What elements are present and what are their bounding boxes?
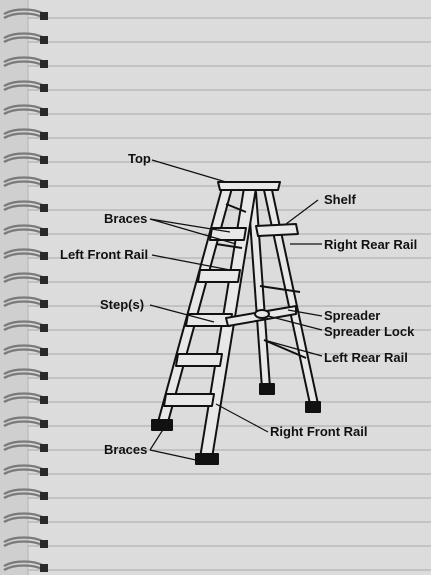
label-spreader-lock: Spreader Lock <box>324 324 415 339</box>
spiral-ring <box>3 152 48 164</box>
step <box>197 269 241 283</box>
step <box>175 353 223 367</box>
step <box>209 227 247 241</box>
spiral-ring <box>3 8 48 20</box>
spiral-ring <box>3 104 48 116</box>
spiral-ring <box>3 536 48 548</box>
label-top: Top <box>128 151 151 166</box>
spiral-ring <box>3 560 48 572</box>
leader-right-front-rail <box>215 403 269 433</box>
spiral-ring <box>3 416 48 428</box>
spiral-ring <box>3 128 48 140</box>
spiral-ring <box>3 320 48 332</box>
leader-top <box>151 159 227 183</box>
label-steps: Step(s) <box>100 297 145 312</box>
spiral-binding <box>3 8 48 572</box>
spiral-ring <box>3 464 48 476</box>
spiral-ring <box>3 200 48 212</box>
spiral-ring <box>3 248 48 260</box>
leader-braces-lower-2 <box>149 449 197 461</box>
spiral-ring <box>3 176 48 188</box>
leader-braces-lower <box>149 427 165 451</box>
leader-left-rear-rail <box>263 339 323 357</box>
spreader-lock <box>254 309 270 319</box>
leader-braces-upper-2 <box>149 218 237 245</box>
label-left-rear-rail: Left Rear Rail <box>324 350 408 365</box>
spiral-ring <box>3 32 48 44</box>
spiral-ring <box>3 224 48 236</box>
spiral-ring <box>3 344 48 356</box>
spiral-ring <box>3 512 48 524</box>
spiral-ring <box>3 368 48 380</box>
top-cap <box>217 181 281 191</box>
label-right-front-rail: Right Front Rail <box>270 424 368 439</box>
spiral-ring <box>3 272 48 284</box>
label-braces-upper: Braces <box>104 211 148 226</box>
leader-spreader-lock <box>267 315 323 331</box>
leader-shelf <box>285 199 319 225</box>
label-shelf: Shelf <box>324 192 356 207</box>
label-right-rear-rail: Right Rear Rail <box>324 237 418 252</box>
spiral-ring <box>3 56 48 68</box>
right-rear-rail <box>263 189 319 405</box>
spiral-ring <box>3 392 48 404</box>
foot <box>195 453 219 465</box>
leader-spreader <box>287 309 323 317</box>
step <box>163 393 215 407</box>
shelf <box>255 223 299 237</box>
leader-braces-upper <box>149 218 231 233</box>
label-left-front-rail: Left Front Rail <box>60 247 149 262</box>
foot <box>151 419 173 431</box>
foot <box>305 401 321 413</box>
leader-left-front-rail <box>151 254 231 271</box>
foot <box>259 383 275 395</box>
spiral-ring <box>3 488 48 500</box>
spiral-ring <box>3 80 48 92</box>
label-braces-lower: Braces <box>104 442 148 457</box>
spiral-ring <box>3 440 48 452</box>
leader-steps <box>149 304 215 323</box>
spiral-ring <box>3 296 48 308</box>
label-spreader: Spreader <box>324 308 381 323</box>
